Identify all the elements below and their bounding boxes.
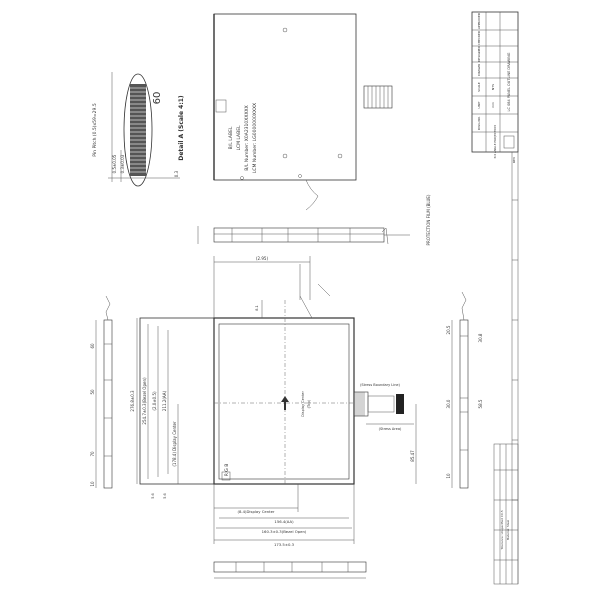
left-profile-body bbox=[103, 319, 113, 489]
right-dimensions: (Stress Area) (Stress Boundary Line) 85.… bbox=[360, 383, 417, 484]
rgb-label: R G B bbox=[224, 464, 230, 477]
top-label: (Top) bbox=[307, 399, 311, 408]
up-arrow-icon bbox=[281, 396, 289, 410]
display-center-label: Display Center bbox=[301, 391, 305, 417]
dim-right-85: 85.47 bbox=[410, 450, 415, 462]
tb-unit-value: mm bbox=[491, 102, 495, 108]
bl-label: B/L LABEL bbox=[228, 126, 234, 149]
detail-title: Detail A (Scale 4:1) bbox=[178, 95, 185, 161]
rear-view: B/L LABEL LCM LABEL B/L Number: X0A2310X… bbox=[213, 13, 393, 211]
left-profile-60: 60 bbox=[90, 343, 95, 349]
dim-bottom-display: (8.4)Display Center bbox=[238, 509, 275, 514]
dim-bottom-overall: 173.5±0.3 bbox=[274, 542, 295, 547]
stress-area-label: (Stress Area) bbox=[379, 427, 402, 431]
bottom-side-profile bbox=[213, 561, 367, 579]
detail-a: Pin Pitch (0.5)x59=29.5 0.5±0.05 0.3±0.0… bbox=[92, 72, 185, 187]
title-block-frame bbox=[471, 11, 519, 153]
right-profile-1: 20.5 bbox=[446, 325, 451, 334]
dim-active: 211.2(AA) bbox=[162, 390, 167, 411]
pin-strip bbox=[130, 84, 146, 176]
top-dimensions: (2.95) 8.1 bbox=[213, 256, 311, 318]
pin-gap-label: 0.3 bbox=[174, 170, 179, 177]
right-profile-30: 30.8 bbox=[478, 333, 483, 342]
tb-row-dwg: DWG NO. bbox=[477, 116, 481, 130]
front-view: Display Center (Top) R G B bbox=[139, 283, 404, 485]
bottom-profile-body bbox=[213, 561, 367, 573]
right-side-profile: 20.5 30.0 10 58.5 30.8 bbox=[446, 291, 483, 489]
bl-number: B/L Number: X0A2310XXXXX bbox=[244, 105, 250, 170]
note-tolerance: Tolerance: Unspecified ±0.5 bbox=[500, 510, 504, 550]
left-profile-50: 50 bbox=[90, 389, 95, 395]
note-material: Material: Steel bbox=[506, 520, 510, 541]
pin-width-label: 0.3±0.03 bbox=[120, 154, 125, 173]
dim-overall: 276.8±0.3 bbox=[130, 390, 135, 412]
tb-row-scale: SCALE bbox=[477, 82, 481, 92]
tb-row-approved: APPROVED bbox=[477, 12, 481, 29]
dim-bezel: 254.7±0.3(Bezel Open) bbox=[142, 377, 147, 425]
tb-row-unit: UNIT bbox=[477, 101, 481, 108]
tb-row-checked: CHECKED bbox=[477, 30, 481, 45]
title-block: APPROVED CHECKED DESIGNED DRAWN SCALE UN… bbox=[471, 11, 519, 159]
tb-scale-value: NTS bbox=[491, 84, 495, 90]
left-side-profile: 60 50 70 10 bbox=[90, 295, 113, 489]
bottom-dimensions: (8.4)Display Center 156.4(AA) 160.3±0.3(… bbox=[213, 484, 355, 547]
protection-film-label: PROTECTION FILM (BLUE) bbox=[426, 194, 431, 245]
dim-v-offset: (2.0±0.5) bbox=[152, 391, 157, 411]
tb-projection: 3rd ANGLE PROJECTION bbox=[493, 125, 497, 158]
right-profile-58: 58.5 bbox=[478, 399, 483, 408]
lcm-number: LCM Number: LG0000000XXXX bbox=[252, 103, 258, 173]
rear-view-outline bbox=[213, 13, 357, 181]
stress-boundary-label: (Stress Boundary Line) bbox=[360, 383, 400, 387]
tb-row-designed: DESIGNED bbox=[477, 45, 481, 61]
dim-bottom-bezel: 160.3±0.3(Bezel Open) bbox=[262, 529, 307, 534]
active-area bbox=[218, 323, 350, 480]
tb-row-drawn: DRAWN bbox=[477, 64, 481, 75]
right-profile-2: 30.0 bbox=[446, 399, 451, 408]
left-dimensions: 276.8±0.3 254.7±0.3(Bezel Open) (2.0±0.5… bbox=[130, 318, 179, 499]
detail-oval bbox=[123, 73, 153, 187]
tb-drawing-title: LC 084 PANEL OUTLINE DRAWING bbox=[507, 52, 511, 111]
revision-strip: REV Tolerance: Unspecified ±0.5 Material… bbox=[493, 152, 519, 585]
dim-display-center: (178.4) Display Center bbox=[172, 421, 177, 467]
rev-heading: REV bbox=[512, 156, 516, 163]
top-dim-label: (2.95) bbox=[256, 256, 268, 261]
gap-label-left-2: 5.6 bbox=[163, 493, 167, 499]
gap-label-top: 8.1 bbox=[255, 305, 259, 311]
detail-pin-count: 60 bbox=[152, 92, 163, 105]
left-profile-70: 70 bbox=[90, 451, 95, 457]
fpc-tail bbox=[363, 85, 393, 109]
fpc-end bbox=[396, 394, 404, 414]
side-profile-body bbox=[213, 227, 385, 243]
pitch-label: Pin Pitch (0.5)x59=29.5 bbox=[92, 103, 98, 157]
top-side-profile: PROTECTION FILM (BLUE) bbox=[197, 194, 431, 245]
pitch-tol-label: 0.5±0.05 bbox=[112, 154, 117, 173]
right-profile-3: 10 bbox=[446, 473, 451, 479]
right-profile-body bbox=[459, 319, 469, 489]
lcm-label: LCM LABEL bbox=[236, 125, 242, 151]
dim-bottom-aa: 156.4(AA) bbox=[274, 519, 294, 524]
left-profile-10: 10 bbox=[90, 481, 95, 487]
gap-label-left-1: 5.6 bbox=[151, 493, 155, 499]
